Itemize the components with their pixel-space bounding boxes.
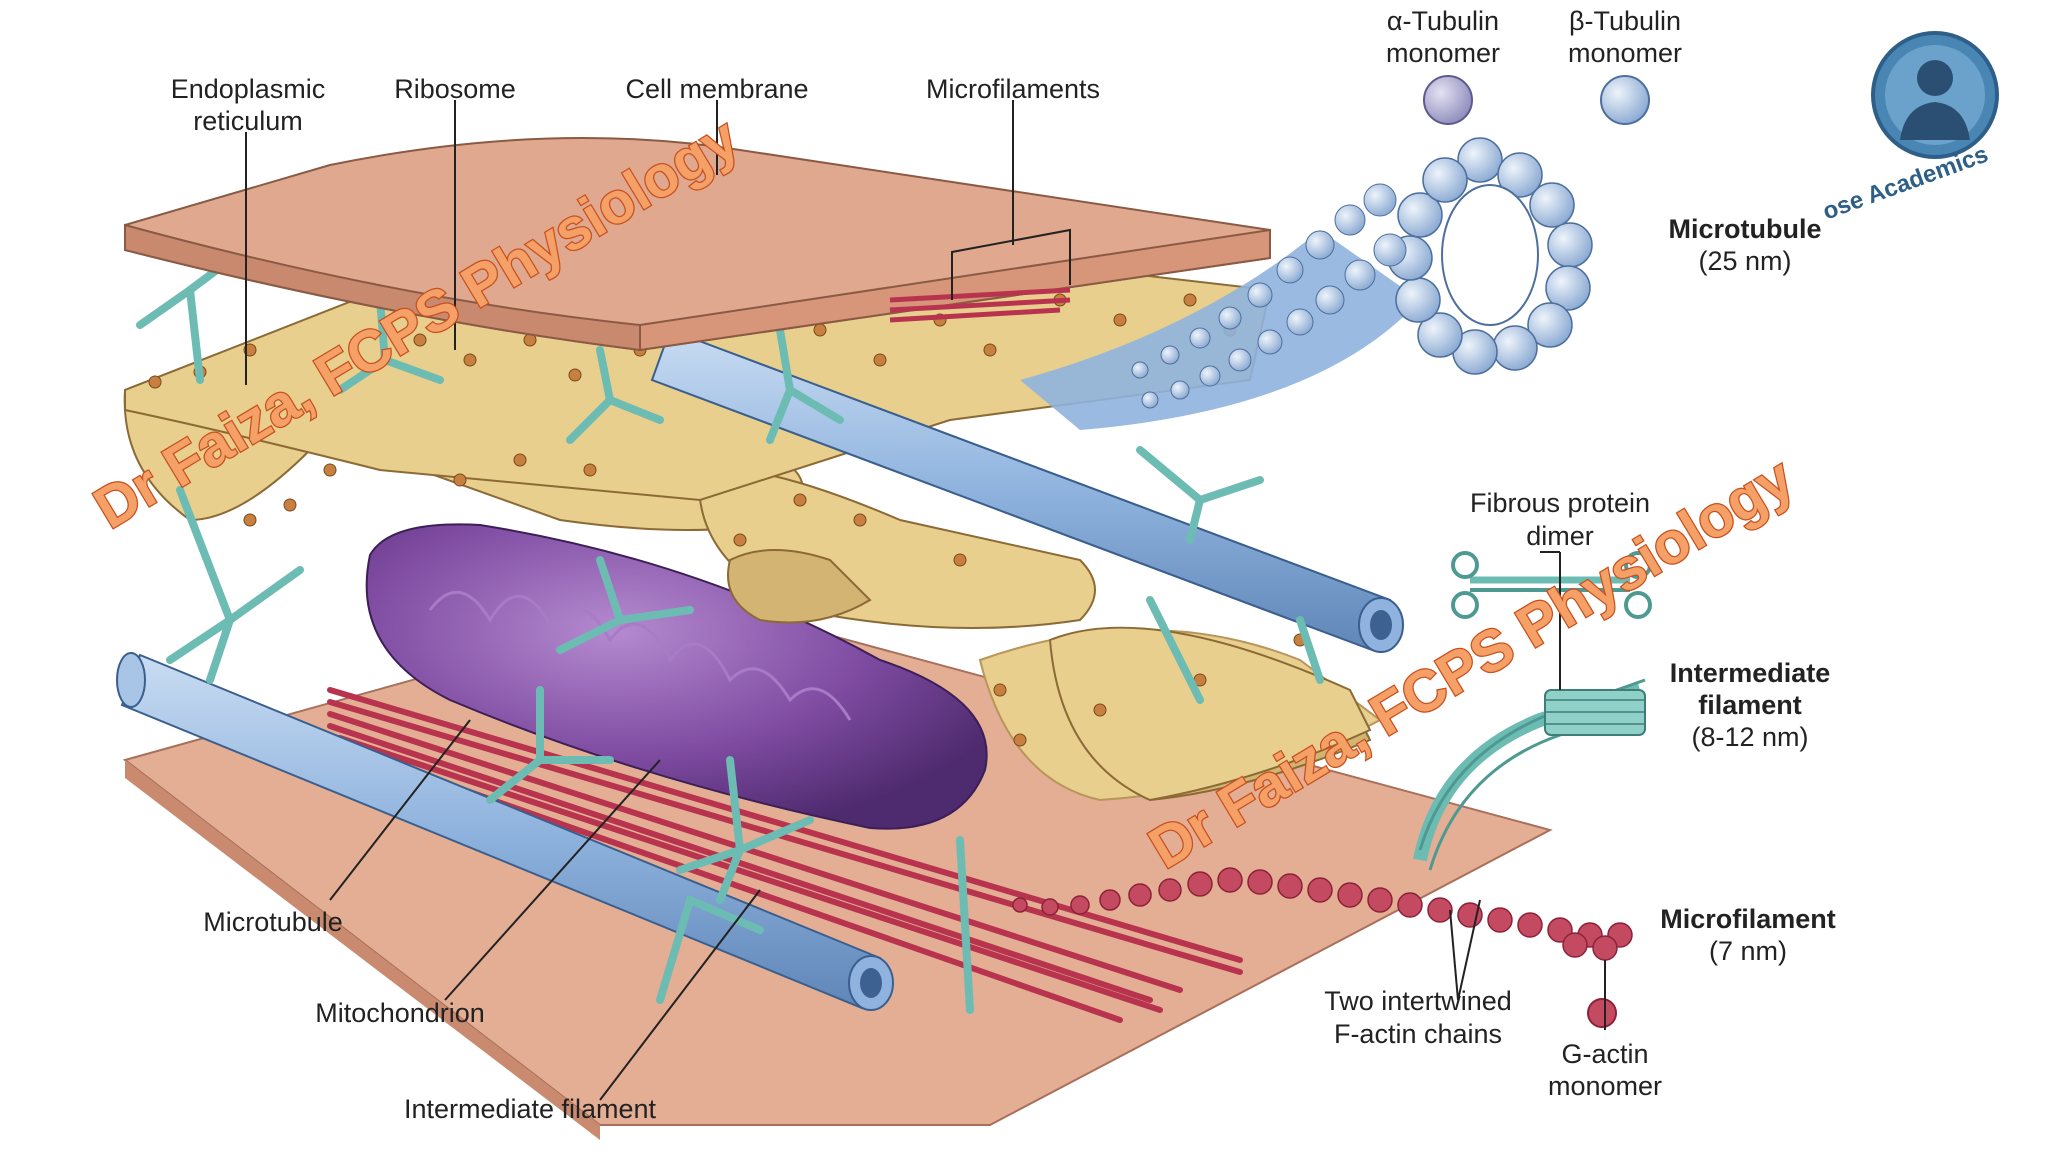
label-mf-right-1: Microfilament — [1660, 904, 1836, 934]
label-microfilaments: Microfilaments — [926, 74, 1100, 104]
label-ribosome: Ribosome — [394, 74, 516, 104]
label-mf-right-2: (7 nm) — [1709, 936, 1787, 966]
label-fibrous-2: dimer — [1526, 521, 1594, 551]
label-cell-membrane: Cell membrane — [625, 74, 808, 104]
label-factin-1: Two intertwined — [1324, 986, 1512, 1016]
label-beta-2: monomer — [1568, 38, 1682, 68]
bottom-membrane — [122, 598, 1553, 1140]
beta-tubulin-ball — [1600, 75, 1650, 125]
intermediate-filament-detail — [1413, 551, 1652, 871]
microtubule-detail — [1020, 137, 1593, 430]
label-microtubule-right-1: Microtubule — [1669, 214, 1822, 244]
leader-lines — [245, 100, 1606, 1101]
microtubule-upper — [650, 328, 1404, 653]
academy-logo: ose Academics — [1819, 31, 1999, 226]
label-if-right-3: (8-12 nm) — [1691, 722, 1808, 752]
f-actin-chain — [1012, 867, 1633, 961]
label-alpha-1: α-Tubulin — [1387, 6, 1499, 36]
svg-text:Endoplasmic: Endoplasmic — [171, 74, 326, 104]
label-alpha-2: monomer — [1386, 38, 1500, 68]
label-gactin-2: monomer — [1548, 1071, 1662, 1101]
label-if-right-2: filament — [1698, 690, 1802, 720]
label-beta-1: β-Tubulin — [1569, 6, 1681, 36]
label-fibrous-1: Fibrous protein — [1470, 488, 1650, 518]
microfilament-bundle-top — [889, 287, 1071, 323]
logo-text: ose Academics — [1819, 141, 1992, 226]
label-microtubule-right-2: (25 nm) — [1698, 246, 1791, 276]
alpha-tubulin-ball — [1423, 75, 1473, 125]
label-er-2: reticulum — [193, 106, 303, 136]
label-if-right-1: Intermediate — [1670, 658, 1831, 688]
svg-text:reticulum: reticulum — [193, 106, 303, 136]
mitochondrion — [365, 523, 988, 830]
label-factin-2: F-actin chains — [1334, 1019, 1502, 1049]
label-er-1: Endoplasmic — [171, 74, 326, 104]
microtubule-lower — [116, 652, 894, 1011]
g-actin-monomer — [1587, 998, 1617, 1028]
label-if-bottom: Intermediate filament — [404, 1094, 657, 1124]
label-mitochondrion: Mitochondrion — [315, 998, 485, 1028]
labels: Endoplasmic reticulum Ribosome Cell memb… — [171, 6, 1836, 1124]
label-microtubule-left: Microtubule — [203, 907, 343, 937]
label-gactin-1: G-actin — [1561, 1039, 1648, 1069]
